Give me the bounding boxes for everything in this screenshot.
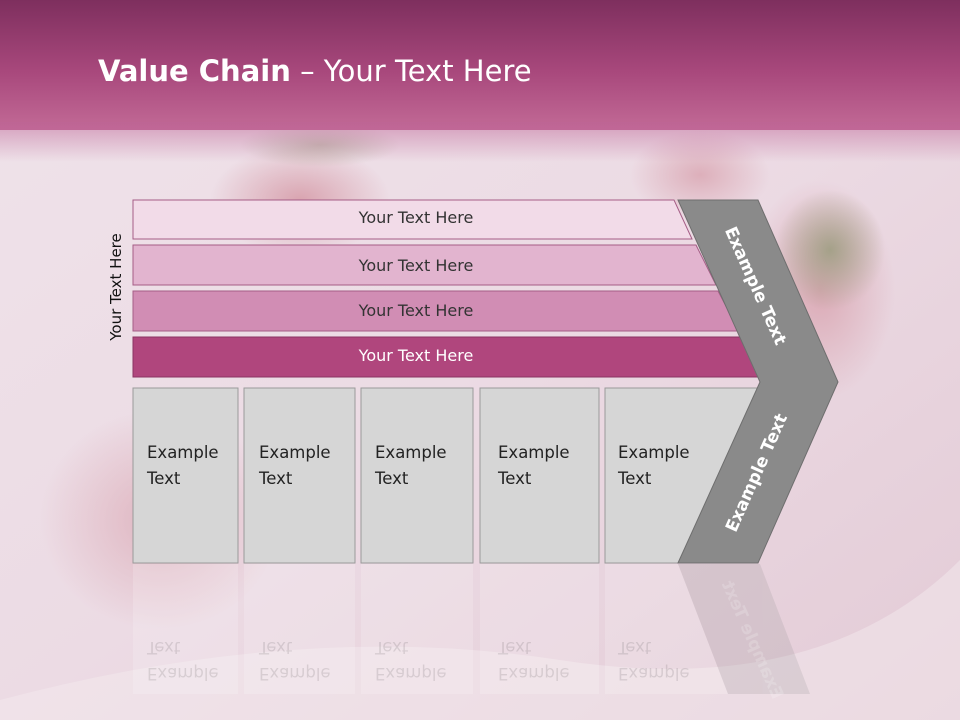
box-1-line1: Example <box>147 443 219 462</box>
chevron-arrow <box>677 199 839 564</box>
box-2 <box>243 387 356 564</box>
box-2-reflection-line1: Example <box>259 664 331 683</box>
box-reflection <box>133 564 810 694</box>
box-2-reflection: Example Text <box>259 634 331 686</box>
bar-2-label: Your Text Here <box>358 256 474 275</box>
box-1-line2: Text <box>147 469 181 488</box>
banner-fade <box>0 122 960 162</box>
box-1-reflection-line2: Text <box>147 638 181 657</box>
box-4 <box>479 387 600 564</box>
box-3-line2: Text <box>375 469 409 488</box>
box-4-reflection-line2: Text <box>498 638 532 657</box>
box-4-reflection-line1: Example <box>498 664 570 683</box>
box-3 <box>360 387 474 564</box>
bar-3-label: Your Text Here <box>358 301 474 320</box>
box-5-line1: Example <box>618 443 690 462</box>
box-1 <box>132 387 239 564</box>
box-4-line1: Example <box>498 443 570 462</box>
box-5-reflection: Example Text <box>618 634 690 686</box>
box-5-line2: Text <box>618 469 652 488</box>
box-1-reflection-line1: Example <box>147 664 219 683</box>
box-3-reflection-line1: Example <box>375 664 447 683</box>
box-3-reflection: Example Text <box>375 634 447 686</box>
bar-1 <box>132 199 693 240</box>
bar-4-label: Your Text Here <box>358 346 474 365</box>
slide-title: Value Chain – Your Text Here <box>98 54 532 88</box>
box-2-reflection-line2: Text <box>259 638 293 657</box>
box-4-reflection: Example Text <box>498 634 570 686</box>
box-4-line2: Text <box>498 469 532 488</box>
bar-1-label: Your Text Here <box>358 208 474 227</box>
title-rest: – Your Text Here <box>290 54 532 88</box>
box-2-line2: Text <box>259 469 293 488</box>
box-2-line1: Example <box>259 443 331 462</box>
box-1-reflection: Example Text <box>147 634 219 686</box>
box-5-reflection-line2: Text <box>618 638 652 657</box>
box-3-reflection-line2: Text <box>375 638 409 657</box>
title-banner <box>0 0 960 130</box>
title-bold: Value Chain <box>98 54 291 88</box>
box-3-line1: Example <box>375 443 447 462</box>
box-5-reflection-line1: Example <box>618 664 690 683</box>
